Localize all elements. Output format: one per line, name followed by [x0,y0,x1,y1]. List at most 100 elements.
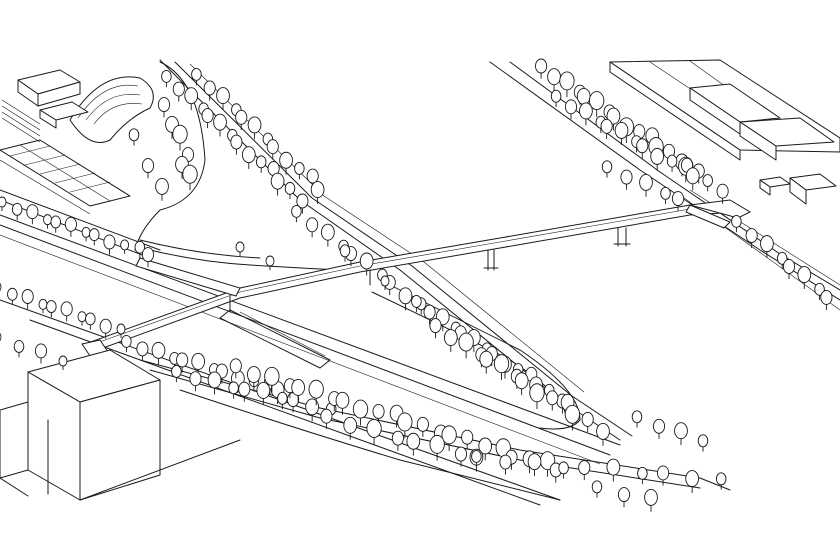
tree-icon [305,398,319,422]
foreground-blocks [0,349,241,501]
tree-icon [547,68,561,92]
tree-group [0,58,833,512]
tree-icon [81,226,91,242]
tree-icon [26,204,39,225]
tree-icon [529,383,545,409]
tree-icon [176,352,189,373]
tree-icon [155,177,169,201]
tree-icon [715,472,727,490]
tree-icon [136,341,149,362]
tree-icon [535,58,548,79]
tree-icon [229,358,242,379]
tree-icon [246,366,261,389]
tree-icon [89,228,100,246]
tree-icon [121,334,132,353]
tree-icon [546,390,559,411]
tree-icon [820,289,833,310]
tree-icon [157,97,171,118]
tree-icon [760,235,774,259]
tree-icon [527,453,542,477]
tree-icon [161,69,172,88]
tree-icon [291,204,302,223]
tree-icon [77,311,87,326]
tree-icon [550,89,562,107]
tree-icon [308,379,324,406]
bridge-branch-west [135,257,241,297]
tree-icon [213,113,227,137]
tree-icon [279,151,293,175]
tree-icon [64,216,77,237]
tree-icon [141,158,155,179]
tree-icon [674,422,688,446]
tree-icon [60,301,73,322]
tree-icon [685,167,700,191]
tree-icon [644,488,658,512]
tree-icon [11,202,23,221]
tree-icon [207,371,222,395]
tennis-courts [0,139,131,215]
tree-icon [776,251,788,270]
tree-icon [306,217,319,238]
tree-icon [617,487,631,508]
tree-icon [255,155,267,173]
stadium-stand [69,76,154,143]
tree-icon [116,323,126,338]
tree-icon [235,109,248,130]
tree-icon [564,404,581,431]
tree-icon [0,196,7,211]
tree-icon [631,410,643,428]
tree-icon [398,287,413,311]
sports-complex [0,69,154,215]
tree-icon [46,300,57,318]
tree-icon [685,470,699,493]
tree-icon [499,454,512,475]
tree-icon [120,239,130,254]
tree-icon [0,282,2,292]
tree-icon [191,67,202,86]
tree-icon [339,244,351,262]
tree-icon [600,118,613,139]
tree-icon [397,412,413,439]
tree-icon [493,354,510,380]
tree-icon [359,252,374,276]
tree-icon [639,173,653,197]
tree-icon [697,434,709,452]
tree-icon [238,381,251,402]
tree-icon [171,364,182,383]
tree-icon [21,289,34,310]
tree-icon [578,460,591,481]
tree-icon [745,228,758,249]
tree-icon [620,169,633,190]
tree-icon [99,318,112,339]
tree-icon [411,294,422,313]
tree-icon [296,193,309,214]
tree-icon [671,191,685,212]
tree-icon [13,340,25,358]
tree-icon [702,174,713,192]
tree-icon [814,282,825,301]
tree-icon [203,80,216,101]
tree-icon [241,146,256,170]
tree-icon [443,329,458,352]
tree-icon [366,418,382,445]
tree-icon [478,437,493,461]
tree-icon [559,71,575,98]
tree-icon [660,186,671,205]
bridge-landing-right [689,199,752,219]
tree-icon [454,446,468,467]
tree-icon [141,247,155,268]
tree-icon [416,416,429,437]
tree-icon [666,154,678,172]
tree-icon [50,215,61,233]
tree-icon [184,87,199,111]
tree-icon [151,341,166,365]
tree-icon [406,432,421,456]
tree-icon [128,128,140,146]
tree-icon [391,430,404,451]
tree-icon [172,124,188,151]
tree-icon [247,116,262,140]
tree-icon [256,381,271,405]
tree-icon [782,259,796,280]
tree-icon [270,172,285,196]
tree-icon [189,371,202,392]
